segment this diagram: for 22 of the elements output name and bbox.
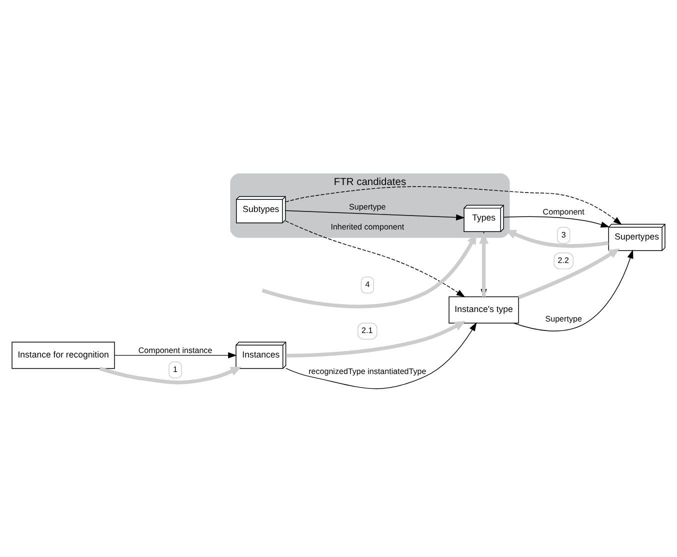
- edge-label: Component instance: [138, 346, 212, 355]
- arrow: [503, 216, 610, 228]
- edge-label: 2.1: [362, 326, 373, 336]
- node-box: Instance's type: [448, 296, 519, 324]
- edge-label: Supertype: [545, 314, 582, 324]
- edge-label: 4: [365, 280, 370, 290]
- edge-label: Supertype: [349, 202, 386, 212]
- edge-label: 2.2: [558, 256, 569, 265]
- arrow: [505, 230, 609, 248]
- arrow: [285, 210, 465, 220]
- edge-label: Component: [542, 208, 584, 217]
- edge-label: 1: [173, 365, 178, 374]
- arrow: [114, 352, 237, 358]
- edge-label: Inherited component: [330, 222, 404, 232]
- edge-label: recognizedType instantiatedType: [308, 367, 426, 376]
- arrow: [518, 248, 620, 300]
- arrow: [99, 366, 242, 384]
- edge-label: 3: [561, 230, 566, 240]
- arrow: [285, 220, 466, 298]
- arrow: [513, 250, 634, 332]
- node-box: Instance for recognition: [12, 342, 115, 369]
- arrow: [285, 186, 622, 225]
